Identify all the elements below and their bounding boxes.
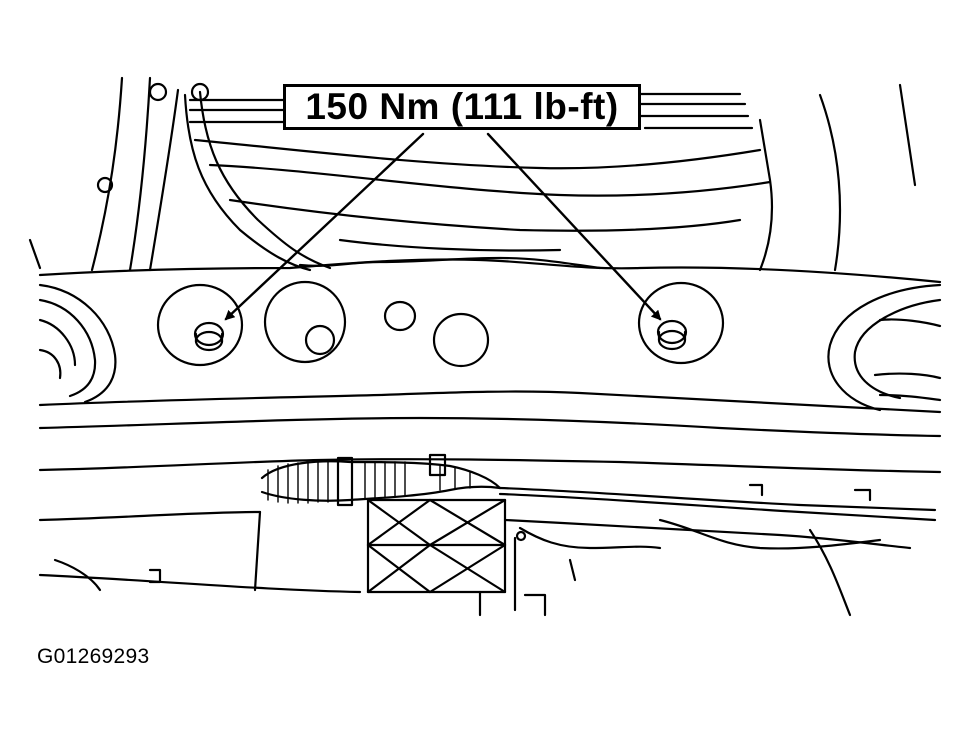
center-right-hole xyxy=(432,312,490,368)
callout-arrows xyxy=(224,132,662,321)
right-leader-arrow xyxy=(486,132,662,321)
crossmember-beam xyxy=(38,256,942,474)
torque-label: 150 Nm (111 lb-ft) xyxy=(305,86,619,127)
crossmember-holes xyxy=(156,280,725,368)
small-hole xyxy=(383,300,417,332)
left-bolt-hole xyxy=(156,283,244,367)
torque-callout-box: 150 Nm (111 lb-ft) xyxy=(283,84,641,130)
wiring-harness xyxy=(260,453,937,522)
left-bolt xyxy=(193,321,225,352)
left-leader-arrow xyxy=(224,132,425,321)
right-mount xyxy=(827,283,942,412)
right-bolt-hole xyxy=(637,281,725,365)
upper-engine-structure xyxy=(28,76,917,272)
left-mount xyxy=(38,283,117,404)
right-bolt xyxy=(656,319,688,351)
lower-transmission xyxy=(38,483,912,617)
figure-id-label: G01269293 xyxy=(37,645,150,668)
center-hole-large xyxy=(263,280,347,364)
